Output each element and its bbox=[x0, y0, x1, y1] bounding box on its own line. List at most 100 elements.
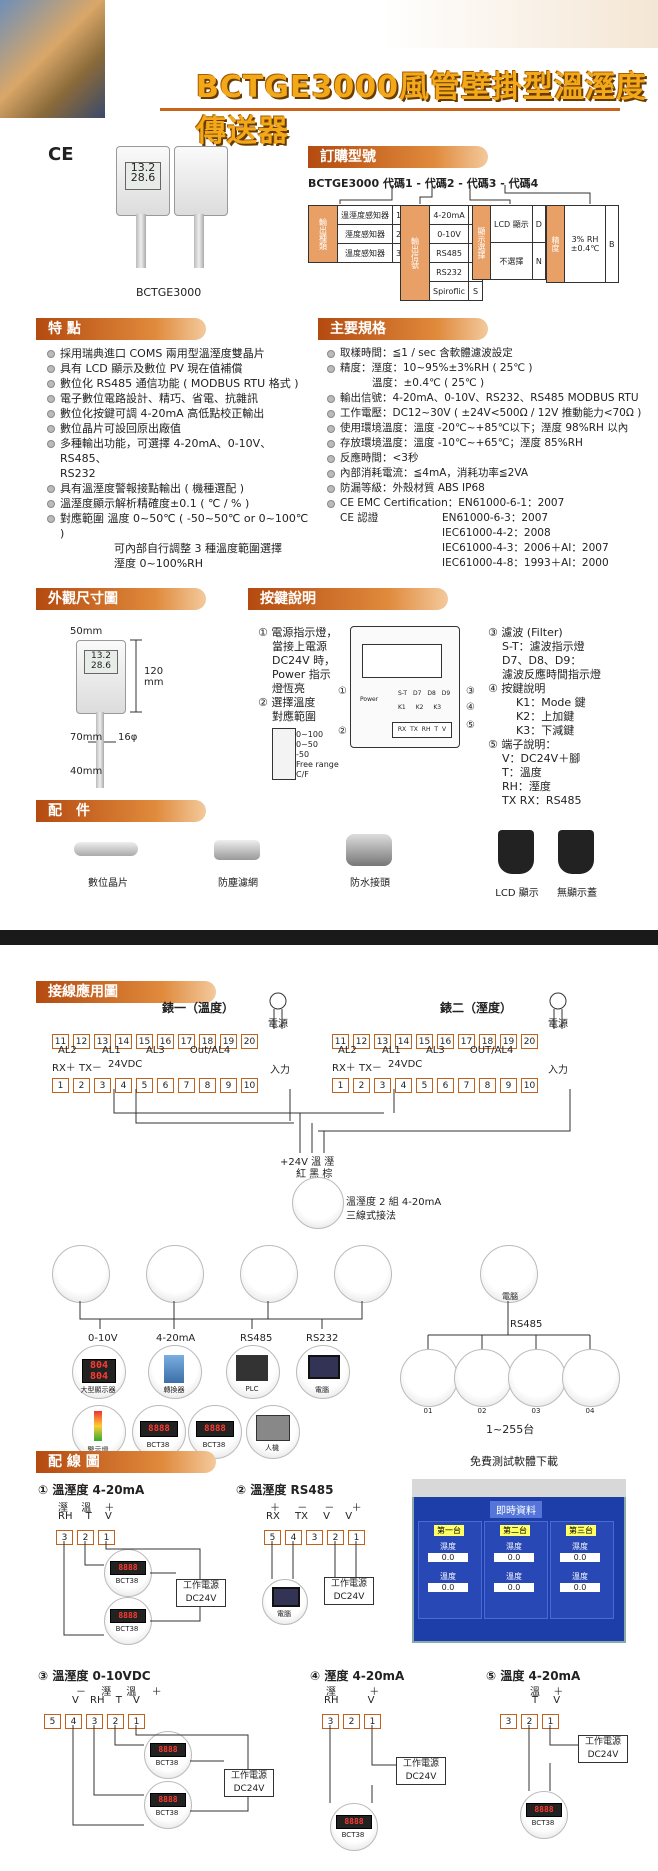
feature-item: 數位化按鍵可調 4-20mA 高低點校正輸出 bbox=[46, 406, 311, 421]
product-device-2 bbox=[174, 146, 228, 216]
software-value: 0.0 bbox=[560, 1583, 600, 1592]
wiring-app-header: 接線應用圖 bbox=[36, 981, 216, 1003]
hmi-screen bbox=[256, 1415, 290, 1441]
spec-item: IEC61000-4-3：2006＋AI：2007 bbox=[442, 542, 609, 554]
order-connectors bbox=[339, 185, 591, 204]
rs485-label: RS485 bbox=[510, 1319, 543, 1330]
feature-item: 電子數位電路設計、精巧、省電、抗雜訊 bbox=[46, 391, 311, 406]
title-rule bbox=[160, 108, 620, 111]
specs-header: 主要規格 bbox=[318, 318, 488, 340]
header-band bbox=[105, 0, 658, 48]
feature-item: 數位化 RS485 通信功能 ( MODBUS RTU 格式 ) bbox=[46, 376, 311, 391]
accessory-filter bbox=[214, 840, 260, 860]
accessory-label: LCD 顯示 bbox=[495, 888, 539, 899]
meter-label: BCT38 bbox=[341, 1831, 365, 1839]
sensor-colors: 紅 黑 棕 bbox=[296, 1169, 333, 1180]
diagram-4-title: ④ 溼度 4-20mA bbox=[310, 1669, 405, 1683]
software-unit bbox=[418, 1521, 482, 1619]
order-header: 訂購型號 bbox=[308, 146, 488, 168]
spec-item: 取樣時間：≦1 / sec 含軟體濾波設定 bbox=[326, 346, 646, 361]
converter-box bbox=[164, 1355, 184, 1383]
feature-item: 具有 LCD 顯示及數位 PV 現在值補償 bbox=[46, 361, 311, 376]
computer-screen bbox=[308, 1355, 340, 1379]
software-row-label: 溫度 bbox=[572, 1572, 588, 1581]
software-unit-label: 第二台 bbox=[500, 1525, 530, 1536]
meter1-top-labels: AL2 AL1 AL3 Out/AL4 bbox=[58, 1045, 231, 1056]
node-label: 03 bbox=[531, 1407, 541, 1415]
spec-item: 輸出信號：4-20mA、0-10V、RS232、RS485 MODBUS RTU bbox=[326, 391, 646, 406]
meter2-rx: RX＋ TX－ bbox=[332, 1063, 382, 1074]
diagram-4-sub: RH V bbox=[324, 1695, 375, 1706]
meter-label: BCT38 bbox=[531, 1819, 555, 1827]
panel-terminal: RX TX RH T V bbox=[392, 722, 452, 738]
dim-width: 50mm bbox=[70, 626, 103, 637]
diagram-2-sub: RX TX V V bbox=[266, 1511, 353, 1522]
spec-item: 防漏等級：外殼材質 ABS IP68 bbox=[326, 481, 646, 496]
output-label: 0-10V bbox=[88, 1333, 118, 1344]
sensor-node bbox=[334, 1245, 392, 1303]
meter1-rx: RX＋ TX－ bbox=[52, 1063, 102, 1074]
software-unit-label: 第一台 bbox=[434, 1525, 464, 1536]
product-caption: BCTGE3000 bbox=[136, 286, 202, 299]
diagram-3-title: ③ 溫溼度 0-10VDC bbox=[38, 1669, 151, 1683]
bct38-meter: 8888 bbox=[196, 1421, 234, 1437]
bct38-meter: 8888 bbox=[150, 1793, 186, 1807]
wiring-note-2: 三線式接法 bbox=[346, 1211, 396, 1222]
diagram-1-lines bbox=[63, 1541, 201, 1636]
dim-tip: 40mm bbox=[70, 766, 103, 777]
spec-item: IEC61000-4-8：1993＋AI：2000 bbox=[442, 557, 609, 569]
software-row-label: 溫度 bbox=[440, 1572, 456, 1581]
order-code: BCTGE3000 代碼1 - 代碼2 - 代碼3 - 代碼4 bbox=[308, 177, 539, 190]
meter1-input: 入力 bbox=[270, 1065, 290, 1076]
power-label-2: 電源 bbox=[548, 1019, 568, 1030]
pc-label: 電腦 bbox=[277, 1610, 291, 1618]
accessory-label: 無顯示蓋 bbox=[557, 888, 597, 899]
spec-item: 內部消耗電流：≦4mA，消耗功率≦2VA bbox=[326, 466, 646, 481]
bct38-meter: 8888 bbox=[110, 1609, 146, 1623]
features-list: 採用瑞典進口 COMS 兩用型溫溼度雙晶片 具有 LCD 顯示及數位 PV 現在… bbox=[46, 346, 311, 571]
meter-label: BCT38 bbox=[155, 1809, 179, 1817]
specs-list: 取樣時間：≦1 / sec 含軟體濾波設定 精度：溼度：10~95%±3%RH … bbox=[326, 346, 646, 571]
meter-label: BCT38 bbox=[115, 1577, 139, 1585]
diagram-1-title: ① 溫溼度 4-20mA bbox=[38, 1483, 145, 1497]
software-value: 0.0 bbox=[560, 1553, 600, 1562]
bct38-meter: 8888 bbox=[150, 1743, 186, 1757]
device-label: 電腦 bbox=[315, 1386, 329, 1394]
accessories-header: 配 件 bbox=[36, 800, 206, 822]
accessory-gland bbox=[346, 834, 392, 866]
software-row-label: 濕度 bbox=[506, 1542, 522, 1551]
wiring-note-1: 溫溼度 2 組 4-20mA bbox=[346, 1197, 442, 1208]
spec-item: CE 認證 bbox=[340, 512, 379, 524]
output-label: 4-20mA bbox=[156, 1333, 196, 1344]
sensor-node bbox=[292, 1177, 344, 1229]
sensor-node bbox=[146, 1245, 204, 1303]
marker-4: ④ bbox=[466, 702, 475, 713]
meter2-vdc: 24VDC bbox=[388, 1059, 423, 1070]
panel-led-labels: S-T D7 D8 D9 bbox=[398, 690, 451, 697]
diagram-1-top: 溼 溫 ＋ bbox=[58, 1503, 115, 1514]
computer-node bbox=[296, 1345, 350, 1399]
spec-item: 溫度：±0.4℃ ( 25℃ ) bbox=[372, 377, 485, 389]
marker-1: ① bbox=[338, 686, 347, 697]
software-row-label: 溫度 bbox=[506, 1572, 522, 1581]
meter-label: BCT38 bbox=[155, 1759, 179, 1767]
keys-right: ③ 濾波 (Filter) S-T：濾波指示燈 D7、D8、D9： 濾波反應時間… bbox=[488, 626, 601, 807]
meter2-top-labels: AL2 AL1 AL3 OUT/AL4 bbox=[338, 1045, 514, 1056]
output-label: RS485 bbox=[240, 1333, 273, 1344]
pc-screen bbox=[272, 1587, 300, 1607]
bct38-meter: 8888 bbox=[110, 1561, 146, 1575]
node-label: 04 bbox=[585, 1407, 595, 1415]
power-label-1: 電源 bbox=[268, 1019, 288, 1030]
dimension-probe bbox=[96, 712, 104, 788]
accessory-label: 防塵濾網 bbox=[218, 878, 258, 889]
product-probe-2 bbox=[194, 214, 204, 268]
sensor-node bbox=[52, 1245, 110, 1303]
diagram-2-top: ＋ － － ＋ bbox=[270, 1503, 362, 1514]
